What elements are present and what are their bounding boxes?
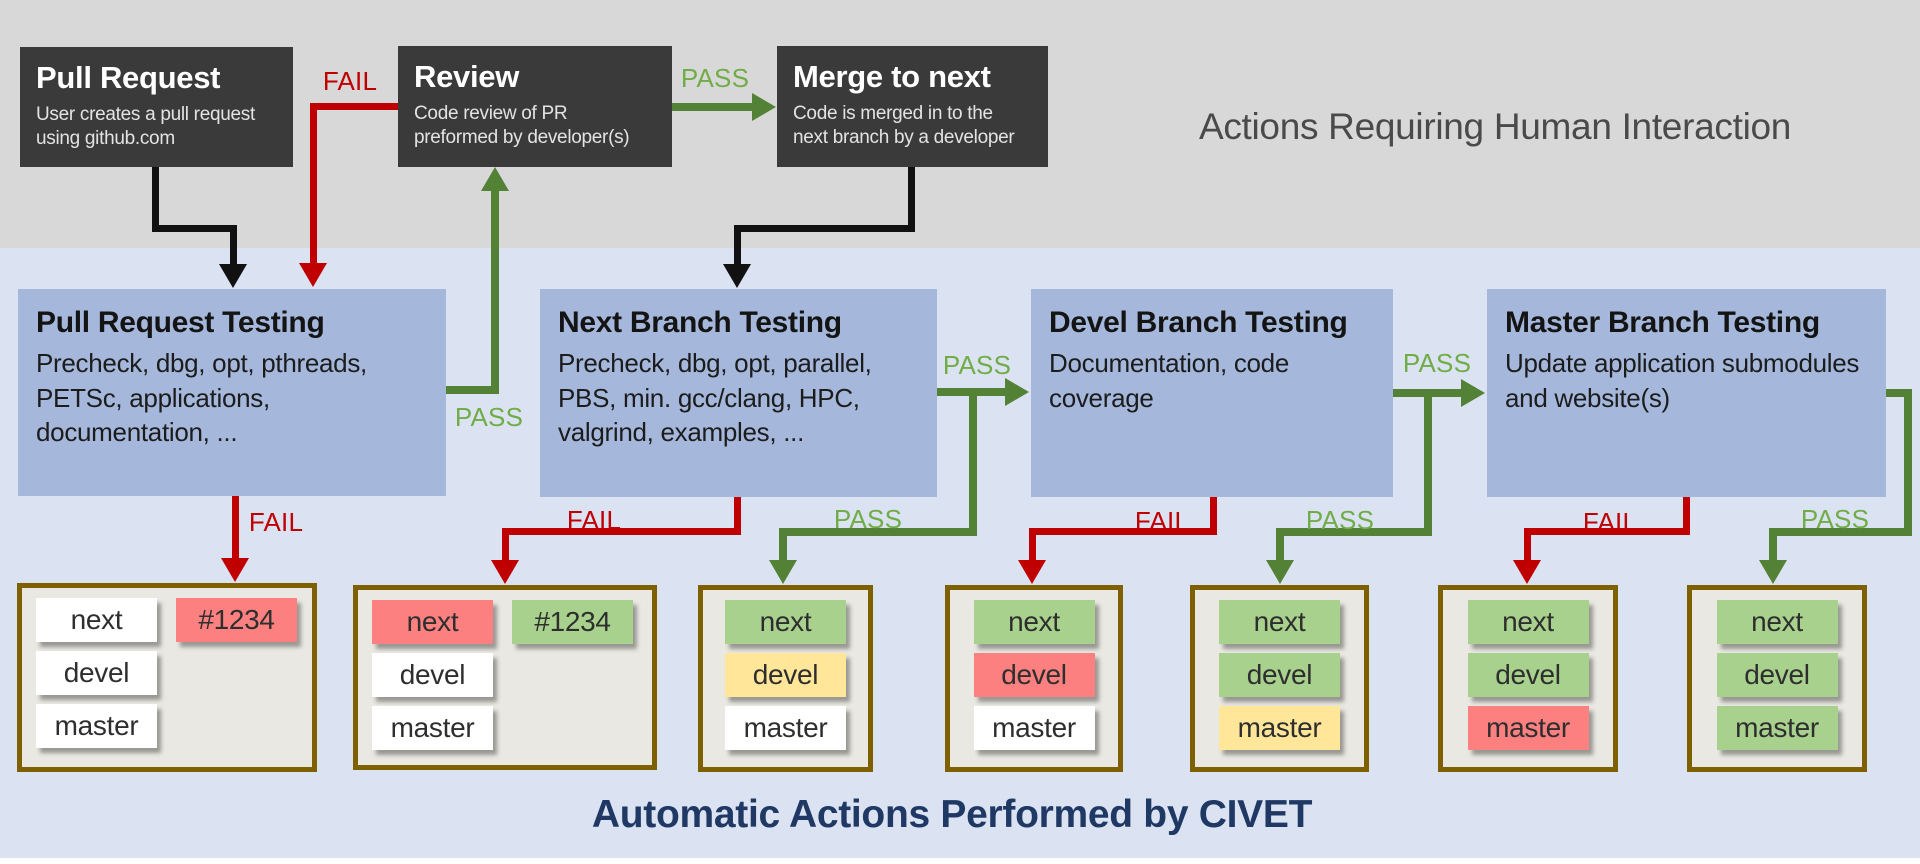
branch-badge-master: master [973, 706, 1095, 750]
merge-to-next-title: Merge to next [793, 59, 991, 94]
badge-row: master [30, 704, 304, 748]
branch-badge-master: master [1716, 706, 1838, 750]
branch-badge-devel: devel [1467, 653, 1589, 697]
branch-badge-pr1234: #1234 [176, 598, 297, 642]
pull-request-testing-box: Pull Request Testing Precheck, dbg, opt,… [18, 289, 446, 496]
branch-badge-devel: devel [372, 653, 493, 697]
review-desc: Code review of PR preformed by developer… [414, 102, 630, 148]
master-branch-testing-desc: Update application submodules and websit… [1505, 348, 1860, 413]
automatic-actions-heading: Automatic Actions Performed by CIVET [591, 793, 1313, 836]
branch-badge-next: next [725, 600, 846, 644]
status-box-master-fail: next devel master [1438, 585, 1618, 772]
branch-badge-next: next [973, 600, 1095, 644]
badge-row: next #1234 [30, 598, 304, 642]
badge-row: master [958, 706, 1110, 750]
branch-badge-master: master [36, 704, 157, 748]
badge-row: devel [366, 653, 644, 697]
branch-badge-master: master [1467, 706, 1589, 750]
branch-badge-next: next [1219, 600, 1340, 644]
branch-badge-pr1234: #1234 [512, 600, 633, 644]
branch-badge-next: next [36, 598, 157, 642]
pass-label-master-status7: PASS [1800, 504, 1870, 534]
badge-row: master [711, 706, 860, 750]
badge-row: devel [1451, 653, 1605, 697]
badge-row: next [711, 600, 860, 644]
badge-row: devel [1203, 653, 1356, 697]
badge-row: next #1234 [366, 600, 644, 644]
fail-label-review: FAIL [322, 66, 378, 96]
badge-row: devel [30, 651, 304, 695]
master-branch-testing-title: Master Branch Testing [1505, 306, 1820, 339]
fail-label-mastertesting: FAIL [1582, 507, 1638, 537]
merge-to-next-desc: Code is merged in to the next branch by … [793, 102, 1015, 148]
pull-request-desc: User creates a pull request using github… [36, 103, 255, 149]
status-box-next-fail: next #1234 devel master [353, 585, 657, 770]
devel-branch-testing-title: Devel Branch Testing [1049, 306, 1348, 339]
pass-label-devel-status5: PASS [1305, 505, 1375, 535]
badge-row: devel [958, 653, 1110, 697]
review-title: Review [414, 59, 520, 94]
next-branch-testing-box: Next Branch Testing Precheck, dbg, opt, … [540, 289, 937, 497]
branch-badge-next: next [1467, 600, 1589, 644]
merge-to-next-box: Merge to next Code is merged in to the n… [777, 46, 1048, 167]
status-box-devel-fail: next devel master [945, 585, 1123, 772]
review-box: Review Code review of PR preformed by de… [398, 46, 672, 167]
human-actions-heading: Actions Requiring Human Interaction [1198, 106, 1792, 147]
badge-row: devel [1700, 653, 1854, 697]
fail-label-prtesting: FAIL [248, 507, 304, 537]
branch-badge-next: next [372, 600, 493, 644]
status-box-devel-pass: next devel master [1190, 585, 1369, 772]
badge-row: master [366, 706, 644, 750]
branch-badge-devel: devel [725, 653, 846, 697]
branch-badge-devel: devel [1219, 653, 1340, 697]
pass-label-devel-master: PASS [1402, 348, 1472, 378]
badge-row: next [1700, 600, 1854, 644]
fail-label-develtesting: FAIL [1134, 506, 1190, 536]
branch-badge-next: next [1716, 600, 1838, 644]
pass-label-prtesting: PASS [454, 402, 524, 432]
next-branch-testing-desc: Precheck, dbg, opt, parallel, PBS, min. … [558, 348, 872, 448]
badge-row: next [958, 600, 1110, 644]
badge-row: devel [711, 653, 860, 697]
branch-badge-master: master [1219, 706, 1340, 750]
pass-label-next-devel: PASS [942, 350, 1012, 380]
pass-label-next-status3: PASS [833, 504, 903, 534]
status-box-pr-fail: next #1234 devel master [17, 583, 317, 772]
branch-badge-devel: devel [1716, 653, 1838, 697]
master-branch-testing-box: Master Branch Testing Update application… [1487, 289, 1886, 497]
badge-row: master [1203, 706, 1356, 750]
pull-request-title: Pull Request [36, 60, 221, 95]
pass-label-review-merge: PASS [680, 63, 750, 93]
next-branch-testing-title: Next Branch Testing [558, 306, 842, 339]
status-box-master-pass: next devel master [1687, 585, 1867, 772]
branch-badge-master: master [372, 706, 493, 750]
status-box-next-pass: next devel master [698, 585, 873, 772]
badge-row: next [1451, 600, 1605, 644]
badge-row: next [1203, 600, 1356, 644]
branch-badge-master: master [725, 706, 846, 750]
badge-row: master [1700, 706, 1854, 750]
pull-request-testing-desc: Precheck, dbg, opt, pthreads, PETSc, app… [36, 348, 367, 448]
fail-label-nexttesting: FAIL [566, 505, 622, 535]
devel-branch-testing-desc: Documentation, code coverage [1049, 348, 1290, 413]
devel-branch-testing-box: Devel Branch Testing Documentation, code… [1031, 289, 1393, 497]
pull-request-testing-title: Pull Request Testing [36, 306, 325, 339]
badge-row: master [1451, 706, 1605, 750]
branch-badge-devel: devel [36, 651, 157, 695]
branch-badge-devel: devel [973, 653, 1095, 697]
pull-request-box: Pull Request User creates a pull request… [20, 47, 293, 167]
